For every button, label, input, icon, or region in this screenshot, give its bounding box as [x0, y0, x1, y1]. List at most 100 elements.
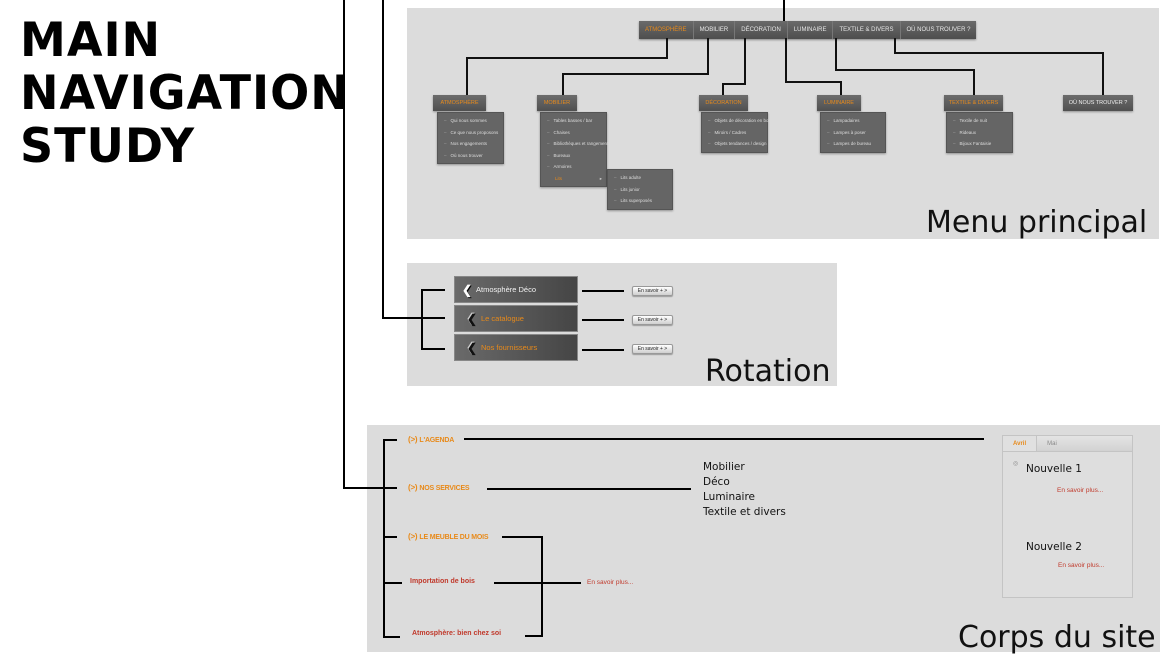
submenu-item[interactable]: Lampes à poser	[821, 127, 885, 139]
en-savoir-button[interactable]: En savoir + >	[632, 286, 673, 296]
connector-line	[464, 438, 984, 440]
service-item[interactable]: Textile et divers	[703, 506, 786, 518]
submenu-header-ou-nous-trouver[interactable]: OÙ NOUS TROUVER ?	[1063, 95, 1133, 111]
connector-line	[562, 73, 709, 75]
title-line-2: NAVIGATION	[20, 66, 350, 121]
chevron-right-icon: (>)	[408, 483, 418, 492]
meuble-item-importation[interactable]: Importation de bois	[410, 578, 475, 585]
connector-line	[382, 0, 384, 319]
chevron-left-icon: ❮	[466, 311, 478, 326]
section-label: NOS SERVICES	[419, 485, 470, 492]
submenu-header-decoration[interactable]: DÉCORATION	[699, 95, 748, 111]
submenu-luminaire: Lampadaires Lampes à poser Lampes de bur…	[820, 112, 886, 153]
connector-line	[502, 536, 543, 538]
submenu-item[interactable]: Lampadaires	[821, 115, 885, 127]
chevron-right-icon: (>)	[408, 532, 418, 541]
submenu-header-mobilier[interactable]: MOBILIER	[537, 95, 577, 111]
submenu-item[interactable]: Objets de décoration en bois	[702, 115, 772, 127]
rotation-item-label: Atmosphère Déco	[476, 285, 537, 294]
meuble-item-atmosphere[interactable]: Atmosphère: bien chez soi	[412, 630, 502, 637]
menu-principal-panel	[407, 8, 1159, 239]
tab-mai[interactable]: Mai	[1047, 441, 1057, 447]
connector-line	[582, 319, 624, 321]
service-item[interactable]: Mobilier	[703, 461, 745, 473]
title-line-1: MAIN	[20, 13, 162, 68]
submenu-header-luminaire[interactable]: LUMINAIRE	[817, 95, 861, 111]
connector-line	[840, 81, 842, 95]
en-savoir-plus-link[interactable]: En savoir plus...	[587, 579, 634, 586]
chevron-left-icon: ❮	[466, 340, 478, 355]
submenu-header-atmosphere[interactable]: ATMOSPHÈRE	[433, 95, 486, 111]
submenu-item[interactable]: Lits adulte	[608, 172, 672, 184]
submenu-atmosphere: Qui nous sommes Ce que nous proposons No…	[437, 112, 504, 164]
connector-line	[383, 582, 402, 584]
connector-line	[722, 83, 746, 85]
submenu-item[interactable]: Chaises	[541, 127, 606, 139]
en-savoir-plus-link[interactable]: En savoir plus...	[1057, 487, 1104, 494]
connector-line	[466, 57, 668, 59]
submenu-item[interactable]: Lampes de bureau	[821, 138, 885, 150]
submenu-item[interactable]: Objets tendances / design	[702, 138, 767, 150]
submenu-item[interactable]: Rideaux	[947, 127, 1012, 139]
news-bullet-icon: ◎	[1013, 461, 1019, 467]
menu-principal-caption: Menu principal	[926, 205, 1148, 240]
connector-line	[582, 290, 624, 292]
submenu-header-textile[interactable]: TEXTILE & DIVERS	[944, 95, 1003, 111]
submenu-item[interactable]: Lits superposés	[608, 195, 672, 207]
connector-line	[1102, 52, 1104, 95]
news-title[interactable]: Nouvelle 1	[1026, 463, 1082, 475]
service-item[interactable]: Déco	[703, 476, 730, 488]
submenu-item-lits[interactable]: Lits▸	[541, 173, 606, 185]
submenu-item[interactable]: Bijoux Fantaisie	[947, 138, 1012, 150]
connector-line	[562, 73, 564, 95]
connector-line	[744, 38, 746, 85]
connector-line	[343, 0, 345, 489]
submenu-item[interactable]: Nos engagements	[438, 138, 503, 150]
tab-avril[interactable]: Avril	[1003, 436, 1038, 451]
connector-line	[707, 38, 709, 75]
submenu-item[interactable]: Où nous trouver	[438, 150, 503, 162]
agenda-widget: Avril Mai ◎ Nouvelle 1 En savoir plus...…	[1002, 435, 1133, 598]
connector-line	[783, 0, 785, 21]
en-savoir-plus-link[interactable]: En savoir plus...	[1058, 562, 1105, 569]
rotation-item-fournisseurs[interactable]: ❮ Nos fournisseurs	[454, 334, 578, 361]
section-label: L'AGENDA	[419, 437, 455, 444]
nav-item-ou-nous-trouver[interactable]: OÙ NOUS TROUVER ?	[906, 27, 971, 33]
submenu-item[interactable]: Miroirs / Cadres	[702, 127, 767, 139]
rotation-item-label: Nos fournisseurs	[481, 343, 538, 352]
submenu-decoration: Objets de décoration en bois Miroirs / C…	[701, 112, 772, 153]
nav-item-atmosphere[interactable]: ATMOSPHÈRE	[639, 21, 694, 39]
connector-line	[973, 69, 975, 95]
submenu-item[interactable]: Tables basses / bar	[541, 115, 606, 127]
submenu-item[interactable]: Ce que nous proposons	[438, 127, 503, 139]
section-services[interactable]: (>)NOS SERVICES	[408, 483, 470, 492]
section-meuble-du-mois[interactable]: (>)LE MEUBLE DU MOIS	[408, 532, 489, 541]
news-title[interactable]: Nouvelle 2	[1026, 541, 1082, 553]
nav-item-luminaire[interactable]: LUMINAIRE	[788, 21, 834, 39]
nav-item-mobilier[interactable]: MOBILIER	[694, 21, 736, 39]
en-savoir-button[interactable]: En savoir + >	[632, 344, 673, 354]
submenu-item[interactable]: Bureaux	[541, 150, 606, 162]
nav-item-textile[interactable]: TEXTILE & DIVERS	[833, 21, 901, 39]
rotation-item-catalogue[interactable]: ❮ Le catalogue	[454, 305, 578, 332]
en-savoir-button[interactable]: En savoir + >	[632, 315, 673, 325]
connector-line	[421, 348, 445, 350]
submenu-lits: Lits adulte Lits junior Lits superposés	[607, 169, 673, 210]
connector-line	[894, 52, 1104, 54]
submenu-item[interactable]: Armoires	[541, 161, 606, 173]
top-navigation-bar: ATMOSPHÈRE MOBILIER DÉCORATION LUMINAIRE…	[639, 21, 977, 39]
rotation-item-atmosphere-deco[interactable]: ❮ Atmosphère Déco	[454, 276, 578, 303]
submenu-item[interactable]: Bibliothèques et rangements	[541, 138, 611, 150]
service-item[interactable]: Luminaire	[703, 491, 756, 503]
connector-line	[894, 38, 896, 54]
submenu-item[interactable]: Qui nous sommes	[438, 115, 503, 127]
chevron-left-icon: ❮	[461, 282, 473, 297]
section-agenda[interactable]: (>)L'AGENDA	[408, 435, 454, 444]
rotation-caption: Rotation	[705, 354, 831, 389]
submenu-item[interactable]: Lits junior	[608, 184, 672, 196]
nav-item-decoration[interactable]: DÉCORATION	[735, 21, 788, 39]
connector-line	[835, 38, 837, 71]
connector-line	[722, 83, 724, 95]
chevron-right-icon: ▸	[599, 175, 602, 181]
submenu-item[interactable]: Textile de nuit	[947, 115, 1012, 127]
